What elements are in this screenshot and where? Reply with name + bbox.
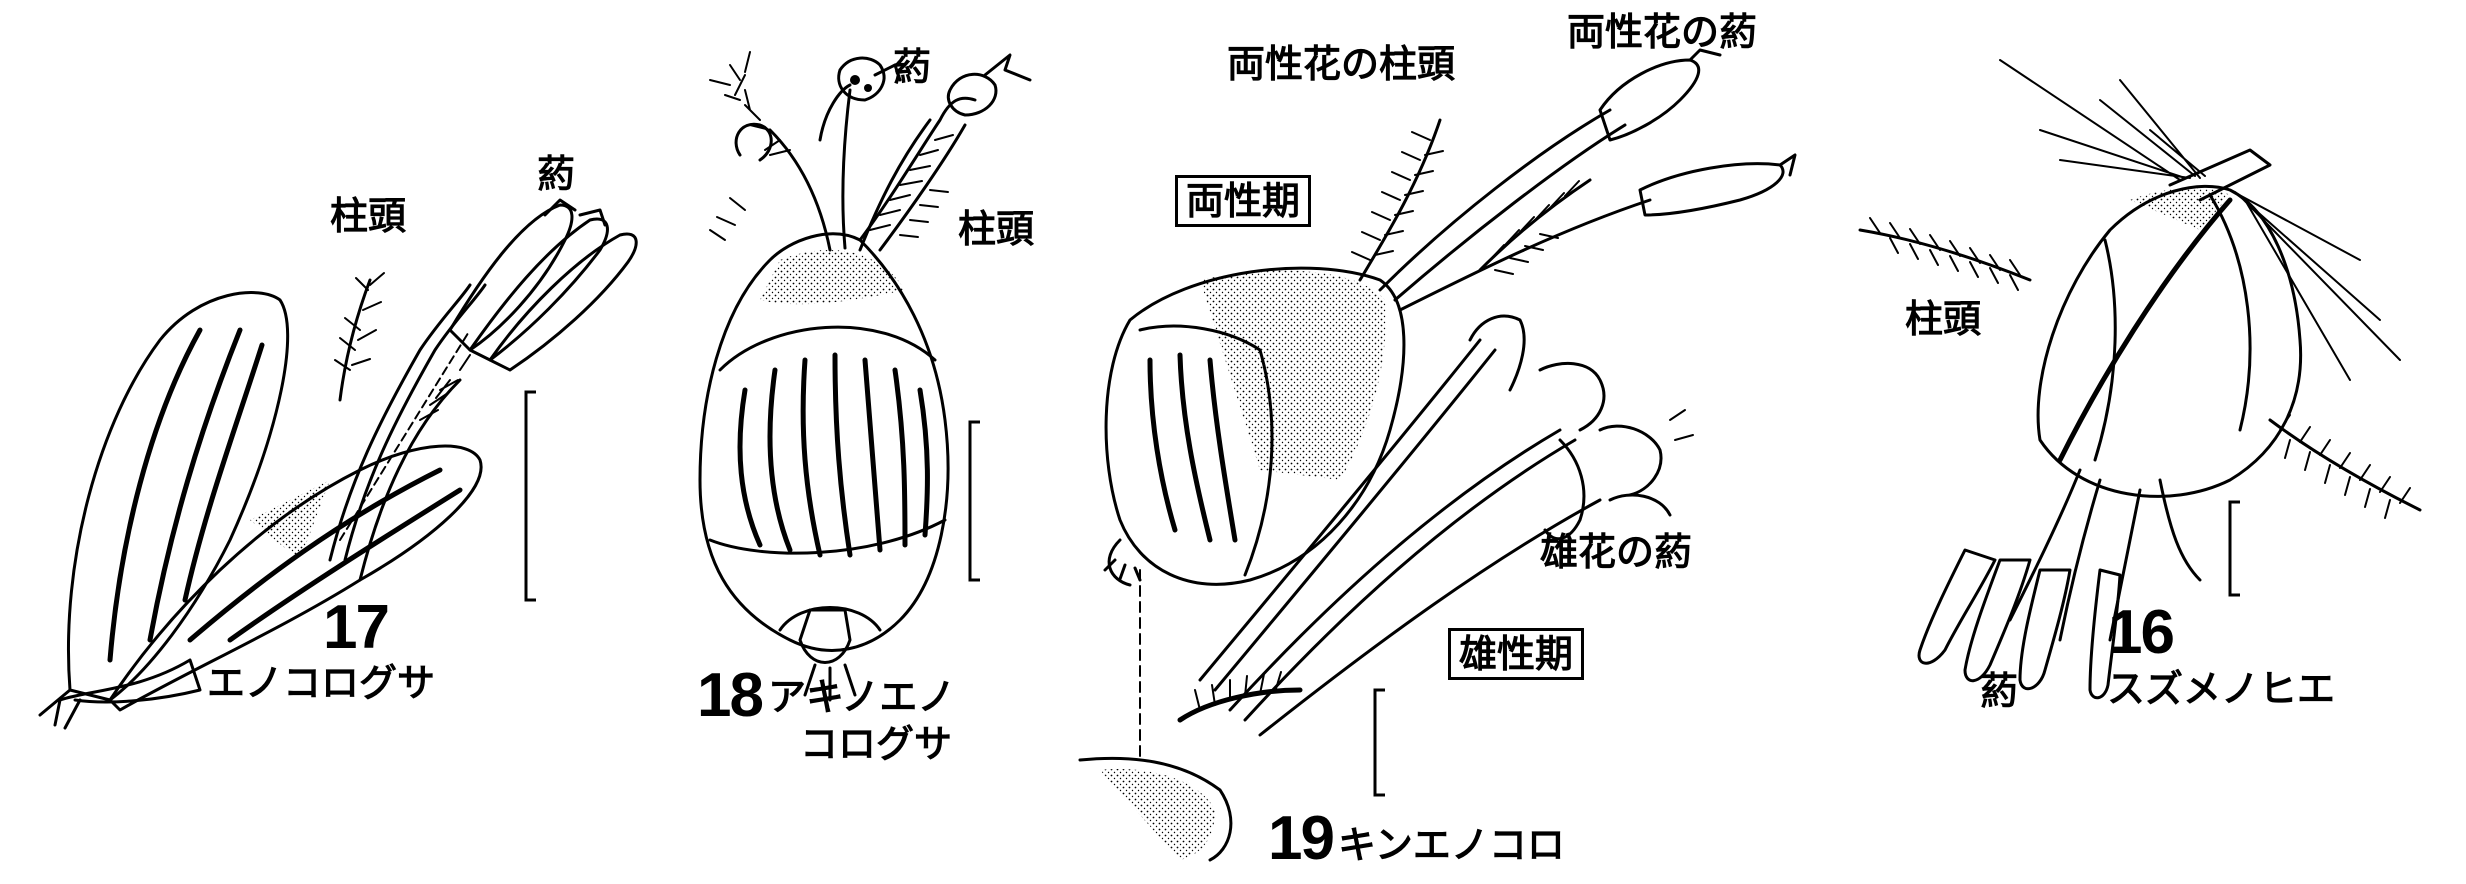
- figure-number-16: 16: [2108, 598, 2175, 667]
- scale-bar-18: [968, 420, 980, 582]
- spikelet-drawing-16: [1858, 59, 2422, 700]
- figure-number-18: 18: [697, 661, 764, 730]
- figure-number-19: 19: [1268, 804, 1335, 873]
- stigma-label-16: 柱頭: [1905, 297, 1982, 341]
- bisexual-stigma-label-19: 両性花の柱頭: [1227, 42, 1456, 86]
- stigma-label-18: 柱頭: [958, 207, 1035, 251]
- species-name-17: エノコログサ: [207, 661, 436, 705]
- figure-number-17: 17: [323, 593, 390, 662]
- species-name-18-line2: コログサ: [800, 722, 953, 766]
- male-anther-label-19: 雄花の葯: [1540, 530, 1693, 574]
- bisexual-phase-label-19: 両性期: [1175, 175, 1312, 227]
- anther-label-17: 葯: [537, 152, 576, 196]
- male-phase-label-19: 雄性期: [1448, 628, 1585, 680]
- spikelet-drawing-18: [698, 51, 1032, 702]
- spikelet-drawing-17: [38, 198, 638, 730]
- species-name-16: スズメノヒエ: [2107, 667, 2336, 711]
- stigma-label-17: 柱頭: [330, 194, 407, 238]
- scale-bar-17: [524, 390, 536, 602]
- spikelet-drawing-19: [1078, 48, 1797, 862]
- species-name-18-line1: アキノエノ: [768, 675, 956, 719]
- scale-bar-16: [2228, 500, 2240, 597]
- bisexual-anther-label-19: 両性花の葯: [1567, 10, 1758, 54]
- scale-bar-19: [1373, 688, 1385, 797]
- species-name-19: キンエノコロ: [1338, 823, 1565, 867]
- anther-label-16: 葯: [1980, 669, 2019, 713]
- anther-label-18: 葯: [893, 45, 932, 89]
